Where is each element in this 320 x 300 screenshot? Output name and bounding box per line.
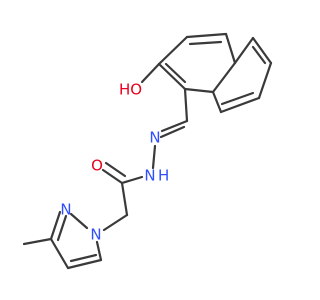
molecule-structure-diagram: HO N N H O N N — [22, 32, 273, 270]
bond-naphthalene-a3 — [224, 32, 237, 65]
bond-naphthalene-b4 — [219, 96, 261, 114]
bond-naphthalene-a2 — [185, 32, 228, 39]
bond-naphthalene-a2-double — [188, 40, 223, 46]
bond-pyrazole-methyl — [22, 237, 53, 246]
molecule-drawing: HO N N H O N N — [22, 32, 273, 270]
bond-pyrazole-c3-c4 — [49, 237, 70, 270]
bond-ch2-pyrazole-n — [102, 213, 129, 232]
bond-pyrazole-n2-c3 — [49, 210, 62, 241]
bond-naphthalene-a5 — [183, 87, 215, 94]
bond-c-oh — [140, 62, 161, 84]
bond-naphthalene-b1 — [233, 36, 255, 65]
bond-naphthalene-b4-double — [220, 91, 255, 106]
hydroxyl-oxygen-label: HO — [119, 81, 142, 99]
bond-naphthalene-b5 — [211, 90, 223, 114]
bond-naphthalene-a4 — [211, 61, 237, 94]
bond-carbonyl-o — [101, 168, 124, 185]
bond-pyrazole-c5-n1 — [95, 240, 103, 262]
carbonyl-oxygen-label: O — [91, 157, 103, 175]
bond-naphthalene-b2 — [251, 36, 273, 65]
bond-methylidene-n-double — [159, 125, 186, 139]
bond-carbonyl-o-double — [104, 161, 127, 178]
pyrazole-nitrogen-1-label: N — [90, 226, 101, 244]
bond-methylidene-n — [160, 119, 189, 133]
bond-pyrazole-n1-n2 — [69, 212, 89, 230]
bond-naphthalene-a6 — [157, 62, 187, 91]
bond-naphthalene-b3 — [257, 61, 273, 100]
hydrazide-nitrogen-label: N — [144, 167, 155, 185]
imine-nitrogen-label: N — [149, 129, 160, 147]
bond-naphthalene-b2-double — [251, 45, 267, 65]
bond-pyrazole-c4-c5 — [66, 258, 103, 270]
bond-nh-carbonyl — [120, 175, 144, 185]
bond-ring-methylidene — [183, 87, 189, 123]
hydrazide-hydrogen-label: H — [158, 167, 169, 185]
bond-naphthalene-a6-double — [164, 62, 187, 84]
bond-n-n — [151, 144, 157, 170]
bond-carbonyl-ch2 — [120, 181, 129, 217]
bond-pyrazole-n2-c3-double — [56, 214, 68, 242]
bond-pyrazole-c4-c5-double — [69, 253, 98, 263]
bond-naphthalene-a1 — [157, 35, 189, 66]
pyrazole-nitrogen-2-label: N — [60, 201, 71, 219]
